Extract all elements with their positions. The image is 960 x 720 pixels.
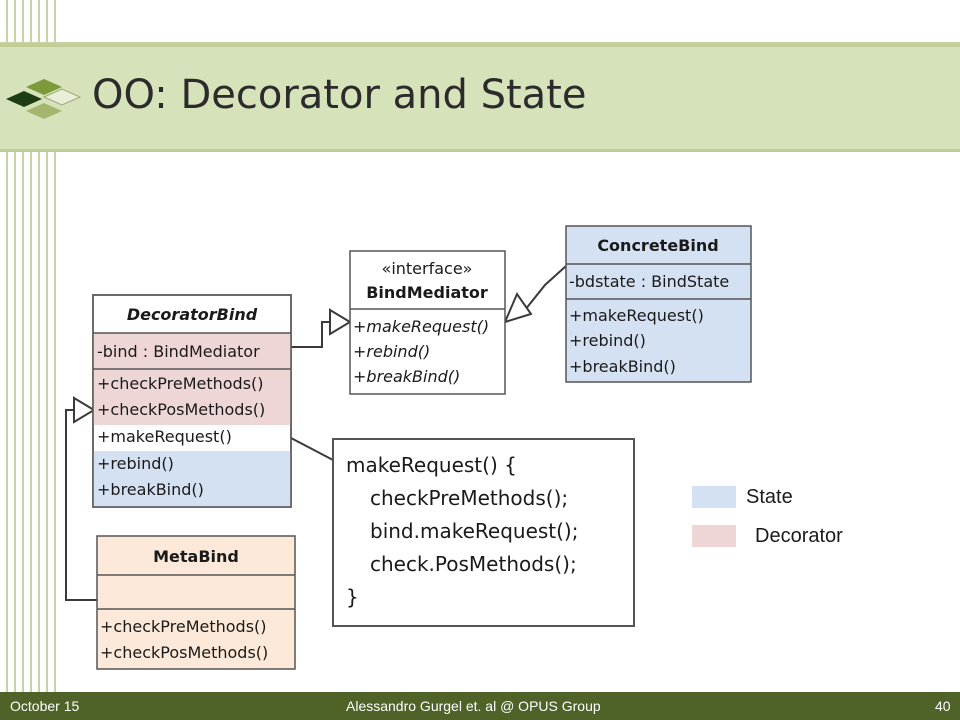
- meta-bind-method: +checkPreMethods(): [100, 617, 267, 636]
- diamond-logo-icon: [6, 79, 82, 119]
- decorator-bind-name: DecoratorBind: [127, 305, 258, 324]
- bind-mediator-name: BindMediator: [366, 283, 488, 302]
- decorator-to-mediator-line: [291, 321, 330, 348]
- meta-bind-name: MetaBind: [153, 547, 239, 566]
- legend-decorator-label: Decorator: [755, 525, 843, 547]
- top-strip: [0, 0, 960, 44]
- metabind-to-decorator-arrow: [73, 396, 96, 424]
- slide-footer: October 15 Alessandro Gurgel et. al @ OP…: [0, 692, 960, 720]
- note-line: check.PosMethods();: [370, 552, 577, 576]
- title-band: [0, 44, 960, 152]
- footer-page-number: 40: [935, 698, 951, 714]
- decorator-to-mediator-arrow: [329, 308, 352, 336]
- concrete-bind-method: +breakBind(): [569, 357, 676, 376]
- note-anchor-line: [290, 437, 334, 461]
- code-note: makeRequest() { checkPreMethods(); bind.…: [332, 438, 635, 627]
- meta-bind-class: MetaBind +checkPreMethods() +checkPosMet…: [96, 535, 296, 670]
- note-line: }: [346, 585, 359, 609]
- concrete-bind-attribute: -bdstate : BindState: [569, 272, 729, 291]
- metabind-to-decorator-line: [65, 409, 97, 601]
- meta-bind-method: +checkPosMethods(): [100, 643, 268, 662]
- legend-state-swatch: [692, 486, 736, 508]
- bind-mediator-stereotype: «interface»: [382, 259, 473, 278]
- decorator-bind-method: +breakBind(): [97, 480, 204, 499]
- concrete-to-mediator-line: [524, 265, 567, 311]
- legend-decorator-swatch: [692, 525, 736, 547]
- bind-mediator-method: +breakBind(): [353, 367, 460, 386]
- concrete-bind-name: ConcreteBind: [597, 236, 718, 255]
- decorator-bind-method: +rebind(): [97, 454, 174, 473]
- connectors: [65, 265, 567, 601]
- concrete-bind-method: +rebind(): [569, 331, 646, 350]
- decorator-bind-method: +checkPreMethods(): [97, 374, 264, 393]
- legend-state-label: State: [746, 486, 793, 508]
- decorator-bind-method: +checkPosMethods(): [97, 400, 265, 419]
- note-line: checkPreMethods();: [370, 486, 568, 510]
- note-line: makeRequest() {: [346, 453, 517, 477]
- footer-author: Alessandro Gurgel et. al @ OPUS Group: [346, 698, 601, 714]
- footer-date: October 15: [10, 698, 80, 714]
- decorator-bind-attribute: -bind : BindMediator: [97, 342, 260, 361]
- concrete-bind-class: ConcreteBind -bdstate : BindState +makeR…: [565, 225, 752, 383]
- bind-mediator-method: +makeRequest(): [353, 317, 489, 336]
- decorator-bind-class: DecoratorBind -bind : BindMediator +chec…: [92, 294, 292, 508]
- concrete-bind-method: +makeRequest(): [569, 306, 704, 325]
- concrete-to-mediator-arrow: [503, 291, 533, 324]
- decorator-bind-method: +makeRequest(): [97, 427, 232, 446]
- bind-mediator-method: +rebind(): [353, 342, 430, 361]
- note-line: bind.makeRequest();: [370, 519, 578, 543]
- bind-mediator-interface: «interface» BindMediator +makeRequest() …: [349, 250, 506, 395]
- slide-title: OO: Decorator and State: [92, 72, 587, 118]
